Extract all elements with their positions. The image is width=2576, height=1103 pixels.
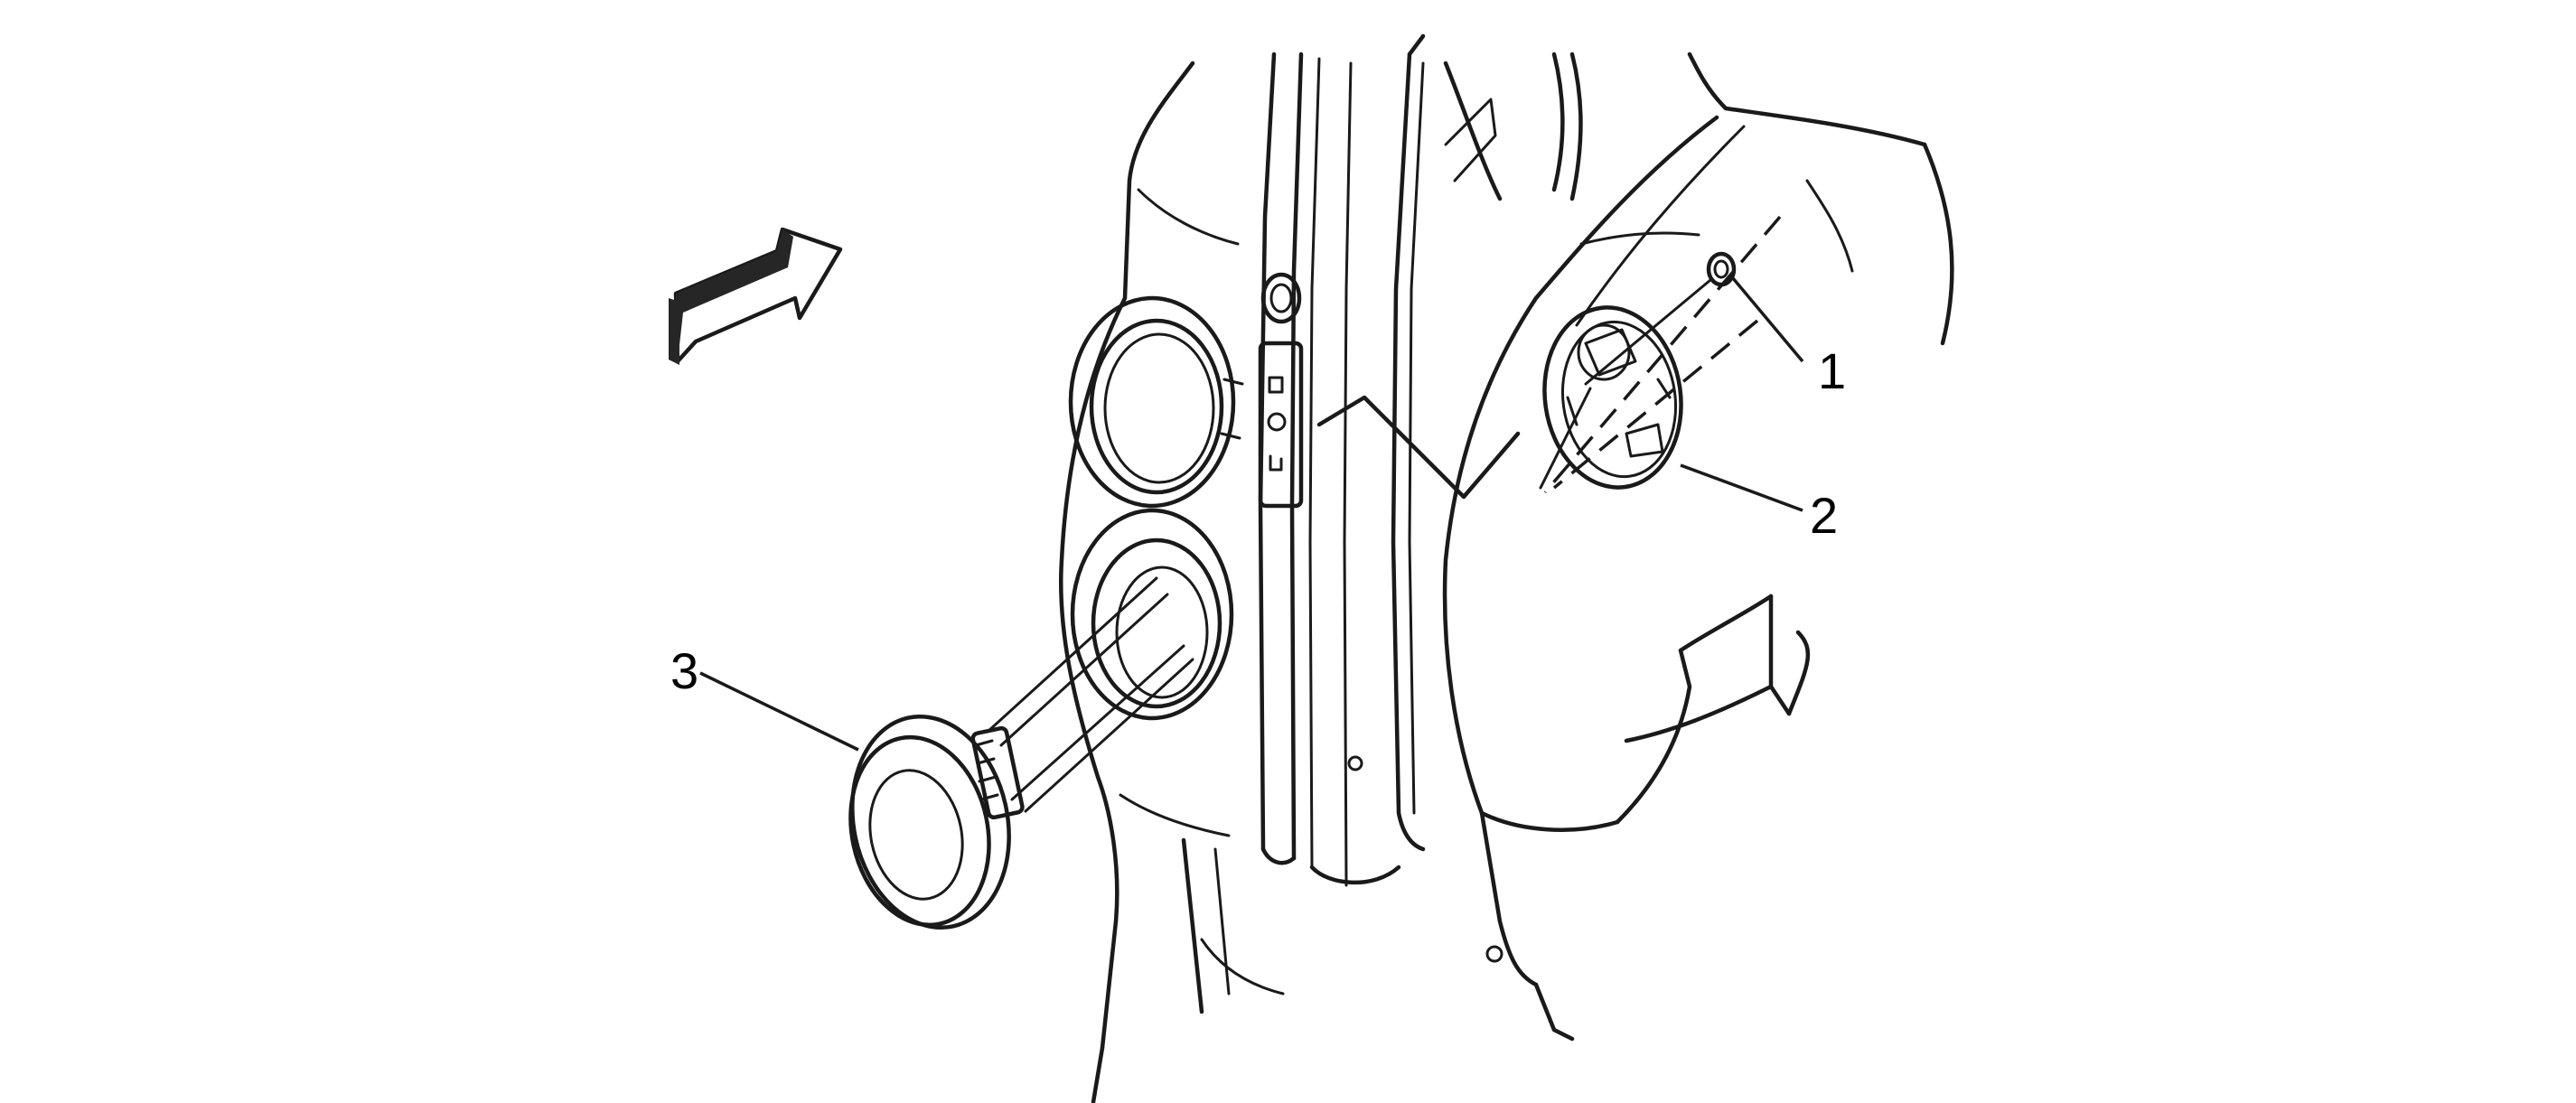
- plug-assembly: [848, 576, 1194, 930]
- callout-label-3: 3: [670, 642, 698, 699]
- callout-label-1: 1: [1818, 342, 1846, 399]
- body-panel: [1059, 33, 1954, 1103]
- grommet: [1542, 305, 1683, 490]
- callout-leaders: [699, 276, 1804, 752]
- installation-path: [1539, 215, 1782, 494]
- retainer: [1706, 251, 1737, 287]
- callout-label-2: 2: [1810, 487, 1838, 544]
- vehicle-forward-arrow-icon: [669, 227, 843, 365]
- lower-access-hole: [1070, 508, 1234, 721]
- upper-access-hole: [1068, 295, 1244, 509]
